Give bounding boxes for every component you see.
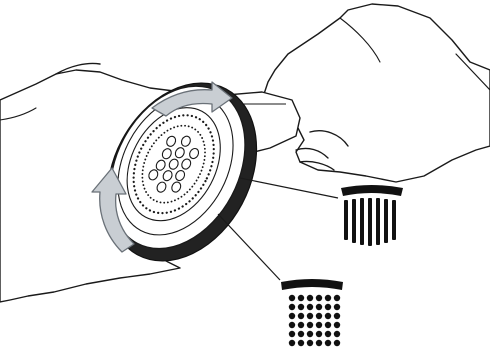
- droplet-dot: [316, 322, 322, 328]
- droplet-dot: [307, 331, 313, 337]
- droplet-dot: [316, 340, 322, 346]
- leader-line-stream: [240, 178, 338, 198]
- droplet-dot: [325, 304, 331, 310]
- droplet-dot: [316, 313, 322, 319]
- droplet-dot: [316, 295, 322, 301]
- droplet-dot: [298, 313, 304, 319]
- droplet-dot: [316, 331, 322, 337]
- droplet-dot: [289, 340, 295, 346]
- leader-line-droplet: [218, 214, 280, 280]
- droplet-dot: [289, 331, 295, 337]
- droplet-dot: [334, 313, 340, 319]
- droplet-dot: [289, 304, 295, 310]
- droplet-dot: [289, 313, 295, 319]
- droplet-dot: [307, 295, 313, 301]
- droplet-dot: [334, 340, 340, 346]
- droplet-dot: [325, 313, 331, 319]
- droplet-spray-icon: [281, 279, 343, 346]
- droplet-dot: [298, 331, 304, 337]
- droplet-dot: [307, 322, 313, 328]
- droplet-dot: [334, 295, 340, 301]
- droplet-dot: [325, 340, 331, 346]
- droplet-dot: [307, 340, 313, 346]
- droplet-dot: [298, 322, 304, 328]
- droplet-dot: [334, 322, 340, 328]
- droplet-dot: [298, 295, 304, 301]
- droplet-dot: [298, 340, 304, 346]
- right-hand: [262, 4, 490, 182]
- droplet-dot: [334, 331, 340, 337]
- droplet-dot-grid: [289, 295, 340, 346]
- droplet-dot: [325, 331, 331, 337]
- droplet-dot: [298, 304, 304, 310]
- droplet-dot: [307, 313, 313, 319]
- droplet-dot: [307, 304, 313, 310]
- droplet-dot: [316, 304, 322, 310]
- droplet-dot: [334, 304, 340, 310]
- droplet-dot: [325, 295, 331, 301]
- stream-spray-icon: [341, 185, 403, 246]
- droplet-dot: [289, 295, 295, 301]
- droplet-dot: [289, 322, 295, 328]
- droplet-dot: [325, 322, 331, 328]
